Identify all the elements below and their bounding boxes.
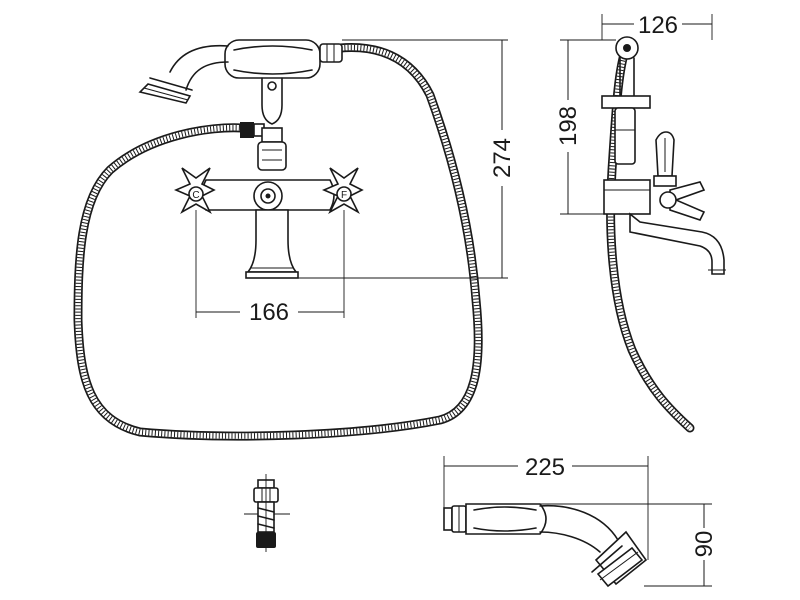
- cold-mark: F: [341, 190, 347, 201]
- front-column: [257, 127, 287, 171]
- side-handset: [615, 36, 639, 97]
- hot-cross-handle: C: [173, 167, 216, 215]
- front-hose: [73, 43, 483, 441]
- side-column: [601, 95, 651, 215]
- side-hose: [606, 43, 695, 433]
- hot-mark: C: [192, 190, 199, 201]
- cold-cross-handle: F: [321, 167, 364, 215]
- side-view-mixer: 126 198: [555, 12, 726, 433]
- front-view-mixer: C F 166 274: [73, 39, 516, 441]
- dimension-90-label: 90: [691, 531, 718, 558]
- dimension-274: 274: [298, 39, 516, 279]
- dimension-274-label: 274: [489, 138, 516, 178]
- dimension-126-label: 126: [638, 12, 678, 39]
- front-body: [201, 179, 335, 211]
- side-spout: [629, 212, 726, 275]
- front-handset: [138, 39, 343, 125]
- front-hose-connector: [240, 122, 265, 138]
- dimension-198-label: 198: [555, 106, 582, 146]
- dimension-225: 225: [443, 454, 649, 560]
- dimension-90: 90: [540, 503, 718, 587]
- dimension-166-label: 166: [249, 299, 289, 326]
- handset-detail: 225 90: [443, 454, 718, 588]
- front-spout: [245, 209, 299, 279]
- side-lever-handle: [653, 131, 706, 221]
- dimension-166: 166: [195, 210, 345, 326]
- dimension-126: 126: [601, 12, 713, 40]
- hose-connector-detail: [244, 474, 290, 552]
- dimension-225-label: 225: [525, 454, 565, 481]
- dimension-198: 198: [555, 39, 616, 215]
